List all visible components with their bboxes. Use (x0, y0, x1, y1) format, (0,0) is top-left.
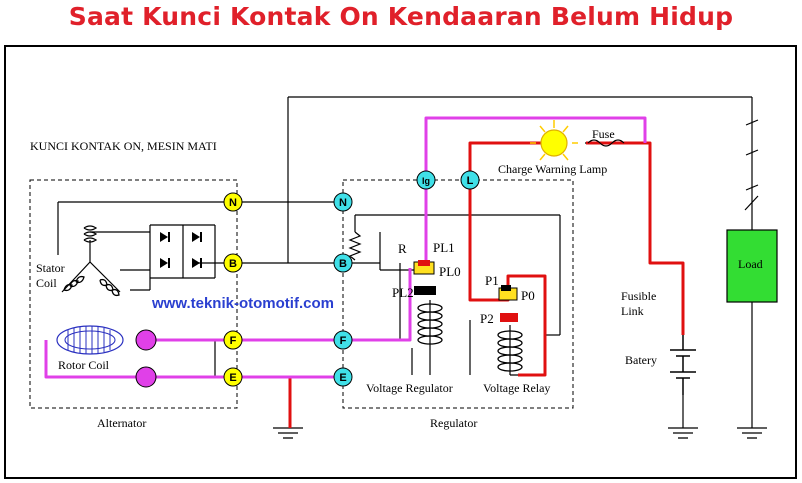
rotor-coil-icon (56, 325, 124, 355)
regulator-terminals (333, 170, 480, 387)
rotor-coil-label: Rotor Coil (58, 358, 110, 372)
voltage-relay-label: Voltage Relay (483, 381, 550, 395)
pl1-contact (418, 260, 430, 266)
load-box (726, 229, 778, 303)
fusible-label-1: Fusible (621, 289, 656, 303)
voltage-regulator-label: Voltage Regulator (366, 381, 453, 395)
p2-label: P2 (480, 311, 494, 326)
terminal-n-alt-label: N (229, 197, 237, 209)
p1-label: P1 (485, 273, 499, 288)
terminal-e-reg-label: E (339, 372, 346, 384)
caption: KUNCI KONTAK ON, MESIN MATI (30, 139, 217, 153)
terminal-n-reg-label: N (339, 197, 347, 209)
terminal-f-reg (333, 330, 353, 350)
regulator-label: Regulator (430, 416, 477, 430)
fuse-icon (587, 139, 625, 147)
terminal-ig-label: Ig (422, 176, 430, 186)
pl2-contact (414, 286, 436, 295)
regulator-box (342, 179, 574, 409)
diode-bridge-icon (160, 232, 202, 268)
voltage-relay-coil-icon (497, 330, 523, 372)
terminal-l-label: L (467, 175, 474, 187)
terminal-n-reg (333, 192, 353, 212)
p2-contact (500, 313, 518, 322)
terminal-f-alt-label: F (230, 335, 237, 347)
outer-frame (4, 45, 797, 479)
voltage-regulator-coil-icon (417, 303, 443, 345)
terminal-e-reg (333, 367, 353, 387)
terminal-f-alt (223, 330, 243, 350)
terminal-l (460, 170, 480, 190)
page-title: Saat Kunci Kontak On Kendaaran Belum Hid… (68, 2, 734, 31)
ground-icon (273, 427, 767, 439)
load-label: Load (738, 257, 763, 271)
stator-label-2: Coil (36, 276, 57, 290)
stator-label-1: Stator (36, 261, 65, 275)
p1-contact (501, 285, 511, 291)
fuse-label: Fuse (592, 127, 615, 141)
terminal-b-reg-label: B (339, 258, 347, 270)
resistor-icon (348, 231, 362, 261)
resistor-label: R (398, 241, 407, 256)
terminal-e-alt (223, 367, 243, 387)
battery-label: Batery (625, 353, 657, 367)
stator-coil-icon (63, 225, 120, 297)
p0-label: P0 (521, 288, 535, 303)
watermark: www.teknik-otomotif.com (151, 295, 334, 312)
terminal-b-alt-label: B (229, 258, 237, 270)
terminal-b-alt (223, 253, 243, 273)
charge-lamp-icon (530, 120, 578, 161)
alternator-label: Alternator (97, 416, 146, 430)
terminal-b-reg (333, 253, 353, 273)
battery-icon (670, 335, 696, 395)
terminal-e-alt-label: E (229, 372, 236, 384)
terminal-n-alt (223, 192, 243, 212)
terminal-ig (416, 170, 436, 190)
fusible-label-2: Link (621, 304, 644, 318)
terminal-f-reg-label: F (340, 335, 347, 347)
charge-lamp-label: Charge Warning Lamp (498, 162, 607, 176)
rotor-brush-e (135, 366, 157, 388)
rotor-brush-f (135, 329, 157, 351)
black-wiring (57, 96, 759, 428)
alternator-terminals (223, 192, 243, 387)
alternator-box (29, 179, 238, 409)
pl0-label: PL0 (439, 264, 461, 279)
pl2-label: PL2 (392, 285, 414, 300)
pl1-label: PL1 (433, 240, 455, 255)
